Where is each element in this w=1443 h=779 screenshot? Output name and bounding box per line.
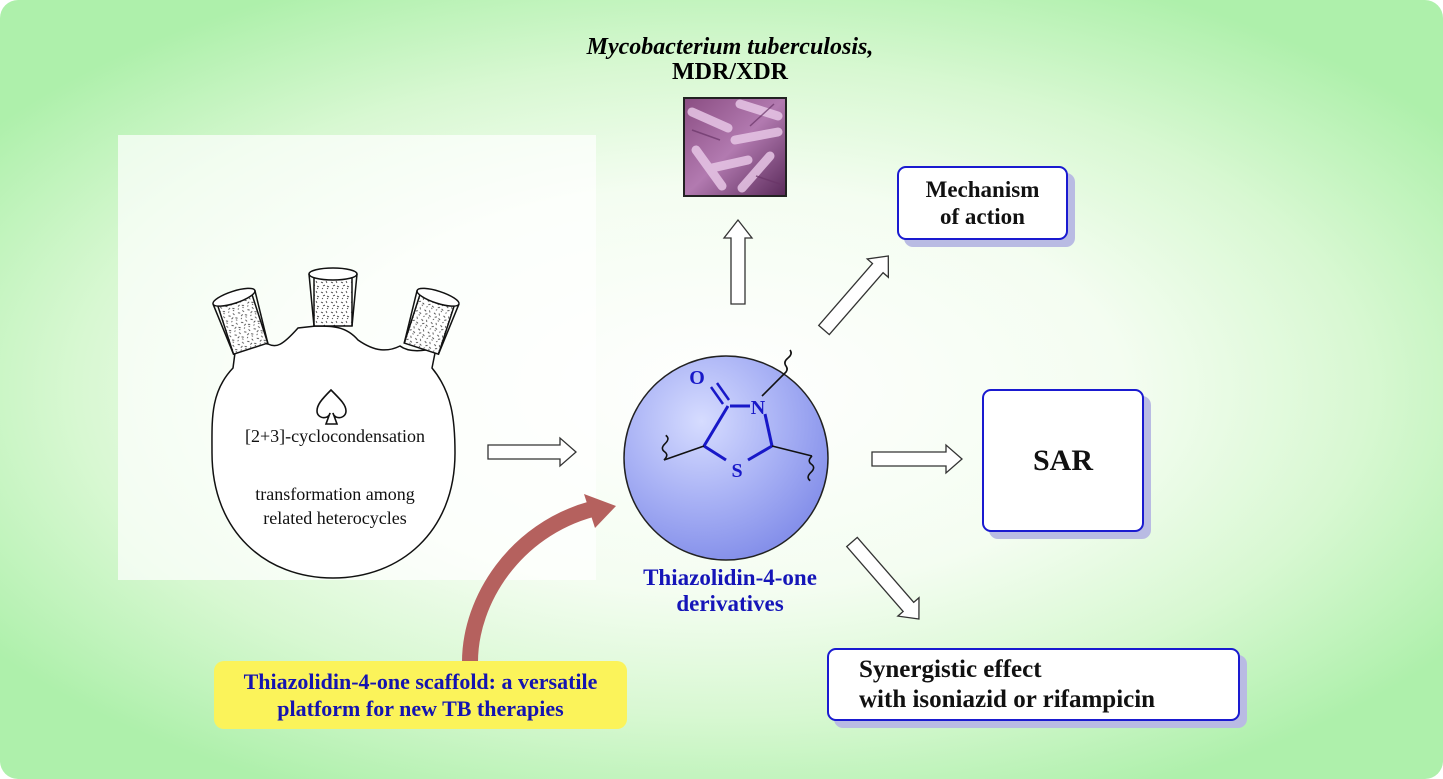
sar-label: SAR — [1032, 443, 1093, 477]
scaffold-line1: Thiazolidin-4-one scaffold: a versatile — [243, 669, 598, 694]
sar-box: SAR — [982, 389, 1144, 532]
mechanism-box: Mechanism of action — [897, 166, 1068, 240]
derivatives-line2: derivatives — [676, 591, 784, 616]
bacteria-title: Mycobacterium tuberculosis, MDR/XDR — [520, 34, 940, 84]
scaffold-highlight: Thiazolidin-4-one scaffold: a versatile … — [214, 661, 627, 729]
round-bottom-flask — [211, 267, 460, 579]
flask-to-derivatives-arrow — [487, 436, 577, 468]
mechanism-line2: of action — [940, 204, 1025, 229]
derivatives-sphere — [623, 355, 829, 561]
derivatives-to-mechanism-arrow — [817, 255, 890, 336]
synergy-box: Synergistic effect with isoniazid or rif… — [827, 648, 1240, 721]
mechanism-line1: Mechanism — [925, 177, 1040, 202]
atom-sulfur: S — [731, 460, 742, 482]
spade-icon — [316, 388, 347, 425]
bacteria-resistance: MDR/XDR — [672, 59, 788, 85]
synergy-line1: Synergistic effect — [859, 655, 1042, 683]
derivatives-to-bacteria-arrow — [722, 218, 754, 305]
thiazolidinone-structure: O N S — [661, 349, 815, 482]
atom-oxygen: O — [689, 367, 705, 389]
derivatives-line1: Thiazolidin-4-one — [643, 565, 817, 590]
transformation-line1: transformation among — [255, 484, 415, 504]
synergy-line2: with isoniazid or rifampicin — [859, 685, 1156, 713]
bacteria-image — [683, 97, 787, 197]
transformation-label: transformation among related heterocycle… — [200, 482, 470, 530]
bacteria-species: Mycobacterium tuberculosis, — [586, 34, 874, 60]
derivatives-label: Thiazolidin-4-one derivatives — [590, 565, 870, 617]
transformation-line2: related heterocycles — [263, 508, 407, 528]
atom-nitrogen: N — [751, 397, 766, 419]
derivatives-to-sar-arrow — [871, 443, 963, 475]
derivatives-to-synergy-arrow — [845, 536, 920, 620]
reaction-label: [2+3]-cyclocondensation — [244, 426, 426, 446]
scaffold-curved-arrow — [462, 494, 616, 663]
scaffold-line2: platform for new TB therapies — [277, 696, 564, 721]
